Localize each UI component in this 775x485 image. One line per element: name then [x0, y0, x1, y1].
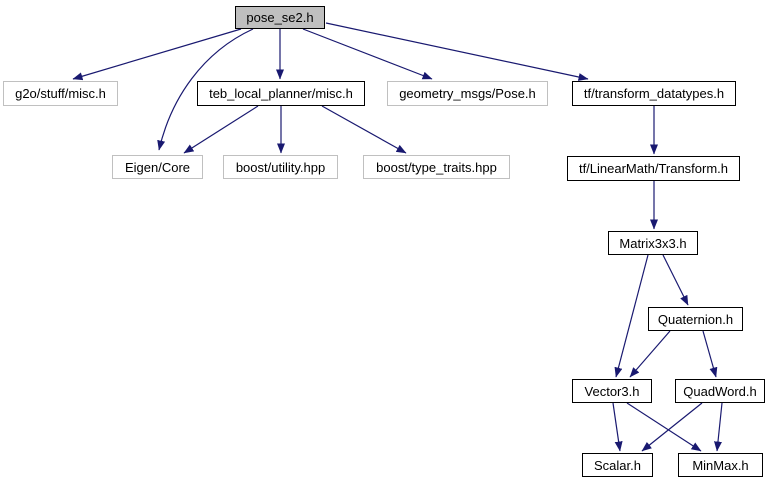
edge-quaternion-to-quadword	[702, 330, 718, 378]
edge-vector3-to-scalar	[612, 402, 623, 452]
node-quadword[interactable]: QuadWord.h	[675, 379, 765, 403]
edge-teb-to-eigen	[183, 105, 259, 154]
edge-pose_se2-to-g2o	[72, 28, 242, 81]
node-scalar[interactable]: Scalar.h	[582, 453, 653, 477]
edge-matrix3x3-to-quaternion	[662, 254, 689, 306]
edge-quadword-to-minmax	[714, 402, 723, 452]
node-pose-se2: pose_se2.h	[235, 6, 325, 29]
node-g2o-stuff-misc: g2o/stuff/misc.h	[3, 81, 118, 106]
edge-pose_se2-to-eigen	[157, 28, 254, 151]
node-boost-utility: boost/utility.hpp	[223, 155, 338, 179]
node-eigen-core: Eigen/Core	[112, 155, 203, 179]
node-tf-transform-datatypes[interactable]: tf/transform_datatypes.h	[572, 81, 736, 106]
edge-vector3-to-minmax	[626, 402, 702, 452]
node-tf-linearmath-transform[interactable]: tf/LinearMath/Transform.h	[567, 156, 740, 181]
edge-matrix3x3-to-vector3	[614, 254, 649, 378]
edge-pose_se2-to-geometry	[302, 28, 433, 80]
node-matrix3x3[interactable]: Matrix3x3.h	[608, 231, 698, 255]
edge-quadword-to-scalar	[641, 402, 703, 452]
node-minmax[interactable]: MinMax.h	[678, 453, 763, 477]
edge-quaternion-to-vector3	[629, 330, 671, 378]
edge-teb-to-boost-type-traits	[321, 105, 407, 154]
node-teb-local-planner-misc[interactable]: teb_local_planner/misc.h	[197, 81, 365, 106]
edge-pose_se2-to-tfdt	[325, 22, 589, 81]
node-vector3[interactable]: Vector3.h	[572, 379, 652, 403]
node-geometry-msgs-pose: geometry_msgs/Pose.h	[387, 81, 548, 106]
node-quaternion[interactable]: Quaternion.h	[648, 307, 743, 331]
node-boost-type-traits: boost/type_traits.hpp	[363, 155, 510, 179]
